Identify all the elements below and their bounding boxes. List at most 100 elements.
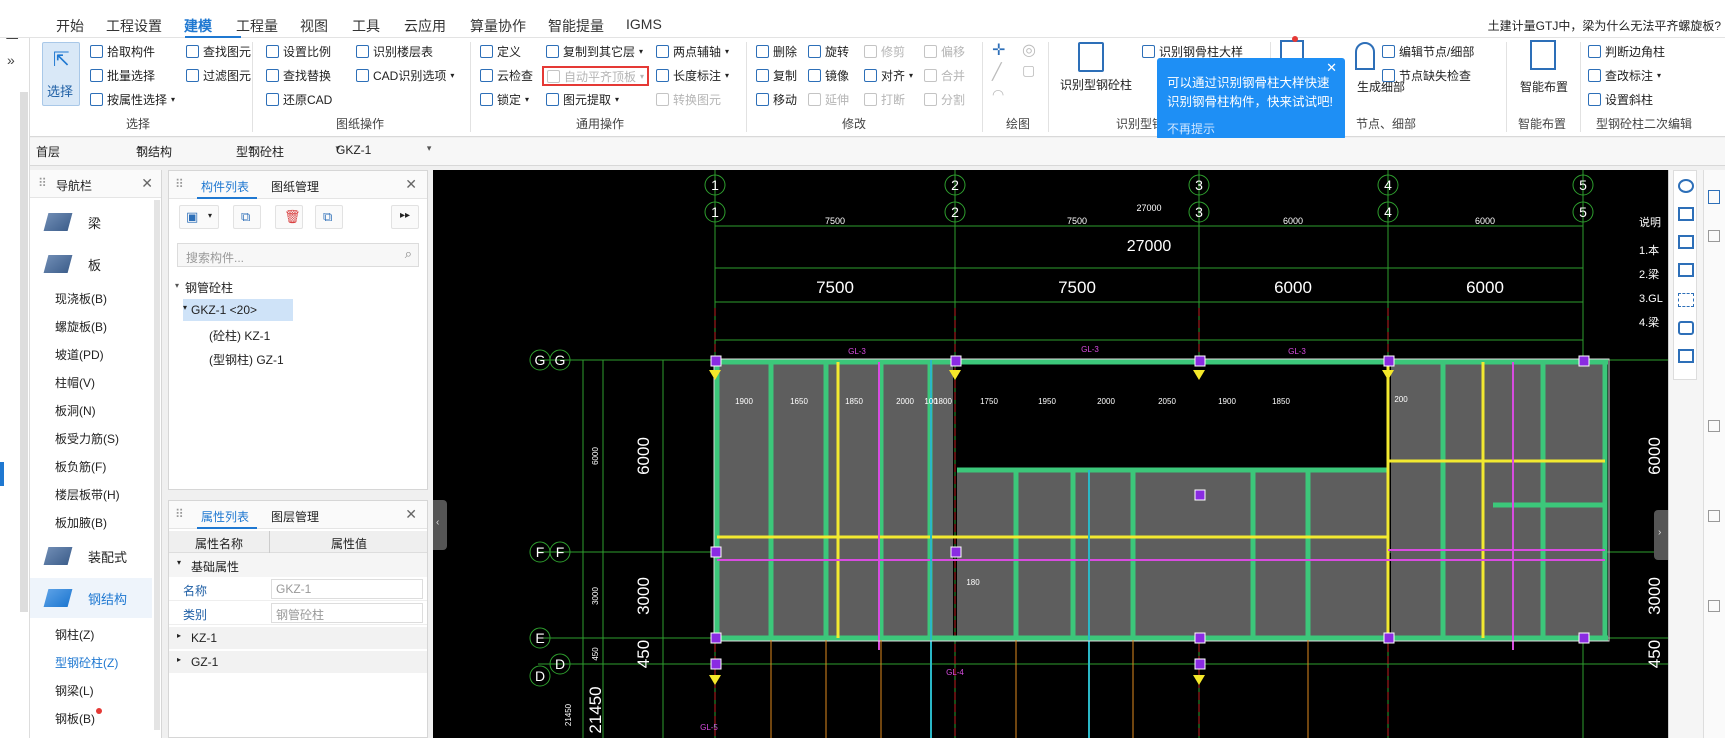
nav-item-column-cap[interactable]: 柱帽(V): [55, 376, 95, 390]
drag-handle-icon[interactable]: ⠿: [175, 177, 184, 191]
drag-handle-icon[interactable]: ⠿: [38, 176, 47, 190]
cloud-check-button[interactable]: 云检查: [480, 66, 533, 84]
dock-button-icon[interactable]: [1708, 230, 1720, 242]
help-banner[interactable]: 土建计量GTJ中，梁为什么无法平齐螺旋板?: [1487, 19, 1721, 33]
tab-layer-management[interactable]: 图层管理: [271, 510, 320, 524]
line-draw-icon[interactable]: ╱: [992, 64, 1002, 81]
delete-button[interactable]: 删除: [756, 42, 797, 60]
nav-steel[interactable]: 钢结构: [30, 578, 152, 618]
break-button[interactable]: 打断: [864, 90, 905, 108]
nav-prefab[interactable]: 装配式: [30, 536, 152, 576]
two-point-axis-button[interactable]: 两点辅轴▾: [656, 42, 729, 60]
type-select[interactable]: 型钢砼柱▾: [236, 143, 341, 159]
prop-group-basic[interactable]: ▾ 基础属性: [169, 553, 427, 577]
cad-canvas[interactable]: 1 2 3 4 5 1 2 3 4 5 G G F F E D D 27000 …: [433, 170, 1668, 738]
dock-button-icon[interactable]: [1708, 420, 1720, 432]
tab-modeling[interactable]: 建模: [184, 18, 212, 34]
tab-cloud[interactable]: 云应用: [404, 18, 446, 34]
select-by-attr-button[interactable]: 按属性选择▾: [90, 90, 175, 108]
recognize-steel-concrete-column-button[interactable]: 识别型钢砼柱: [1060, 78, 1133, 92]
category-select[interactable]: 钢结构▾: [136, 143, 255, 159]
dock-button-icon[interactable]: [1708, 510, 1720, 522]
drag-handle-icon[interactable]: ⠿: [175, 507, 184, 521]
mirror-button[interactable]: 镜像: [808, 66, 849, 84]
nav-item-steel-plate[interactable]: 钢板(B): [55, 712, 95, 726]
nav-item-slab-hole[interactable]: 板洞(N): [55, 404, 96, 418]
set-scale-button[interactable]: 设置比例: [266, 42, 331, 60]
rect-draw-icon[interactable]: ▢: [1022, 62, 1036, 78]
offset-button[interactable]: 偏移: [924, 42, 965, 60]
move-button[interactable]: 移动: [756, 90, 797, 108]
set-inclined-column-button[interactable]: 设置斜柱: [1588, 90, 1653, 108]
auto-align-slab-button[interactable]: 自动平齐顶板▾: [542, 66, 650, 86]
batch-select-button[interactable]: 批量选择: [90, 66, 155, 84]
find-replace-button[interactable]: 查找替换: [266, 66, 331, 84]
tab-component-list[interactable]: 构件列表: [201, 180, 250, 194]
copy-button[interactable]: 复制: [756, 66, 797, 84]
left-strip-scrollbar[interactable]: [20, 92, 28, 612]
prop-group-kz[interactable]: ▸ KZ-1: [169, 627, 427, 649]
layer-copy-button[interactable]: ⧉: [315, 205, 343, 229]
nav-item-slab-rebar[interactable]: 板受力筋(S): [55, 432, 119, 446]
tab-drawing-management[interactable]: 图纸管理: [271, 180, 320, 194]
tree-root[interactable]: 钢管砼柱: [185, 281, 234, 295]
align-button[interactable]: 对齐▾: [864, 66, 913, 84]
cube-view-icon[interactable]: [1678, 235, 1694, 249]
dock-button-icon[interactable]: [1708, 600, 1720, 612]
nav-item-neg-rebar[interactable]: 板负筋(F): [55, 460, 107, 474]
box-view-icon[interactable]: [1678, 263, 1694, 277]
length-dim-button[interactable]: 长度标注▾: [656, 66, 729, 84]
tree-selected-row[interactable]: ▾ GKZ-1 <20>: [183, 299, 293, 321]
copy-to-floor-button[interactable]: 复制到其它层▾: [546, 42, 643, 60]
more-button[interactable]: ▸▸: [391, 205, 419, 229]
nav-slab[interactable]: 板: [30, 244, 152, 284]
search-input[interactable]: 搜索构件... ⌕: [177, 243, 419, 267]
close-icon[interactable]: ✕: [1326, 60, 1337, 75]
delete-component-button[interactable]: 🗑: [275, 205, 303, 229]
prop-value-input[interactable]: 钢管砼柱: [271, 603, 423, 623]
tab-project-settings[interactable]: 工程设置: [106, 18, 162, 34]
find-element-button[interactable]: 查找图元: [186, 42, 251, 60]
filter-element-button[interactable]: 过滤图元: [186, 66, 251, 84]
close-icon[interactable]: ✕: [405, 506, 417, 522]
pick-component-button[interactable]: 拾取构件: [90, 42, 155, 60]
arc-draw-icon[interactable]: ◠: [992, 86, 1005, 102]
dock-tab-icon[interactable]: [1708, 190, 1720, 204]
dont-show-again-link[interactable]: 不再提示: [1167, 122, 1216, 136]
floor-select[interactable]: 首层▾: [36, 143, 143, 159]
smart-layout-button[interactable]: 智能布置: [1520, 80, 1569, 94]
collapse-panel-handle[interactable]: ‹: [433, 500, 447, 550]
judge-corner-column-button[interactable]: 判断边角柱: [1588, 42, 1665, 60]
select-button[interactable]: ⇱ 选择: [42, 42, 80, 106]
restore-cad-button[interactable]: 还原CAD: [266, 90, 332, 108]
nav-item-steel-beam[interactable]: 钢梁(L): [55, 684, 94, 698]
circle-draw-icon[interactable]: ◎: [1022, 42, 1036, 59]
check-mark-button[interactable]: 查改标注▾: [1588, 66, 1661, 84]
section-icon[interactable]: [1678, 321, 1694, 335]
rotate-button[interactable]: 旋转: [808, 42, 849, 60]
trim-button[interactable]: 修剪: [864, 42, 905, 60]
nav-item-steel-column[interactable]: 钢柱(Z): [55, 628, 95, 642]
recognize-steel-detail-button[interactable]: 识别钢骨柱大样: [1142, 42, 1243, 60]
tab-smart[interactable]: 智能提量: [548, 18, 604, 34]
nav-item-cast-slab[interactable]: 现浇板(B): [55, 292, 107, 306]
3d-view-icon[interactable]: [1678, 207, 1694, 221]
nav-scrollbar[interactable]: [154, 200, 160, 730]
edit-node-button[interactable]: 编辑节点/细部: [1382, 42, 1474, 60]
tab-igms[interactable]: IGMS: [626, 16, 662, 32]
collapse-right-handle[interactable]: ›: [1654, 510, 1668, 560]
tree-child-kz[interactable]: (砼柱) KZ-1: [209, 329, 271, 343]
nav-item-slab-haunch[interactable]: 板加腋(B): [55, 516, 107, 530]
recognize-floor-table-button[interactable]: 识别楼层表: [356, 42, 433, 60]
nav-item-slab-band[interactable]: 楼层板带(H): [55, 488, 120, 502]
component-select[interactable]: GKZ-1▾: [336, 143, 432, 157]
generate-detail-button[interactable]: 生成细部: [1357, 80, 1406, 94]
tab-tools[interactable]: 工具: [352, 18, 380, 34]
close-icon[interactable]: ✕: [405, 176, 417, 192]
copy-component-button[interactable]: ⧉: [233, 205, 261, 229]
define-button[interactable]: 定义: [480, 42, 521, 60]
expand-chevron-icon[interactable]: »: [7, 52, 15, 68]
fit-view-icon[interactable]: [1678, 293, 1694, 307]
orbit-icon[interactable]: [1678, 179, 1694, 193]
new-component-button[interactable]: ▣▾: [179, 205, 219, 229]
